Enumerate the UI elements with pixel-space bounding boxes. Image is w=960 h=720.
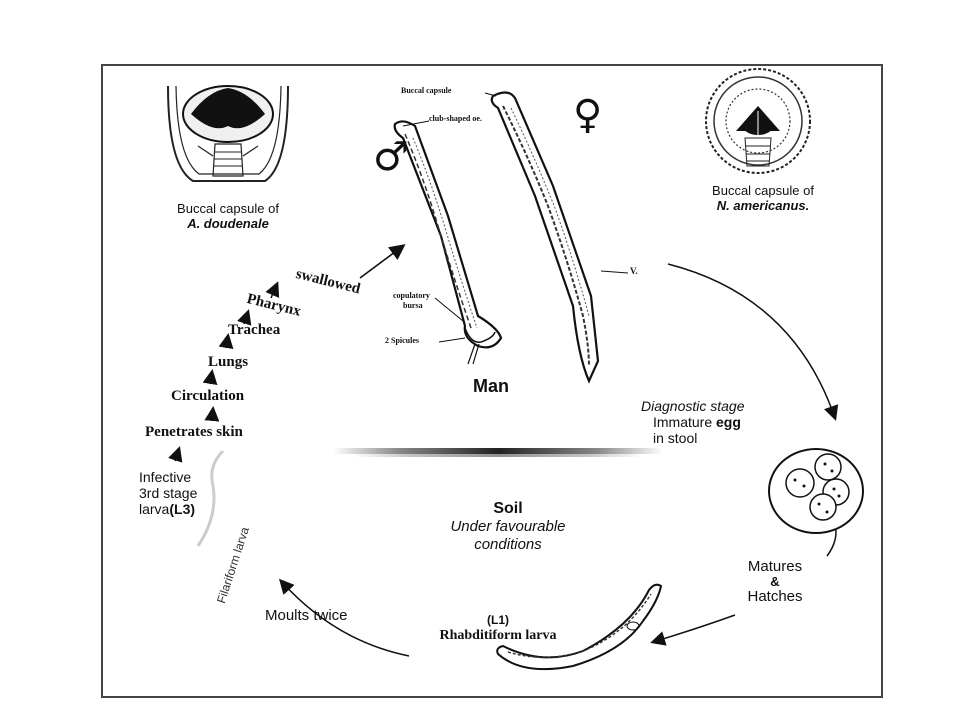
capsule-left-label: Buccal capsule of A. doudenale [143,201,313,232]
trachea-label: Trachea [228,322,281,338]
soil-title: Soil [493,500,523,517]
infective-line3-text: larva [139,501,170,518]
penetrates-skin-label: Penetrates skin [145,424,243,440]
club-shaped-oe-label: club-shaped oe. [429,114,482,123]
l1-stage-label: (L1) [487,613,509,627]
life-cycle-diagram: Buccal capsule of A. doudenale Buccal ca… [101,64,883,698]
matures-label: Matures [747,558,803,575]
worm-pointer-lines [402,92,629,343]
buccal-capsule-n-americanus-drawing [705,68,811,174]
male-worm-drawing [393,120,503,365]
rhabditiform-block: (L1) Rhabditiform larva [408,613,588,644]
bursa-label: bursa [403,301,423,310]
hatches-label: Hatches [747,588,803,606]
diagnostic-line2: Immature egg [641,414,745,430]
soil-block: Soil Under favourable conditions [383,500,633,553]
v-label: V. [630,266,638,276]
filariform-larva-drawing [196,449,225,547]
spicules-label: 2 Spicules [385,336,420,345]
egg-drawing [768,448,864,534]
infective-larva-label: Infective 3rd stage larva(L3) [139,469,197,517]
circulation-label: Circulation [171,388,245,404]
lungs-label: Lungs [208,354,249,370]
buccal-capsule-a-doudenale-drawing [167,85,289,182]
infective-l3-stage: (L3) [169,501,196,518]
capsule-right-caption: Buccal capsule of [712,183,814,198]
female-symbol: ♀ [573,92,603,138]
moults-twice-label: Moults twice [265,607,348,624]
diagnostic-egg-text: egg [716,414,741,431]
diagnostic-stage-label: Diagnostic stage [641,398,745,414]
copulatory-label: copulatory [393,291,430,300]
diagnostic-immature-text: Immature [653,414,717,431]
rhabditiform-larva-drawing [496,583,663,671]
infective-line3: larva(L3) [139,501,197,517]
buccal-capsule-label: Buccal capsule [401,86,452,95]
diagnostic-in-stool: in stool [653,430,698,447]
infective-line1: Infective [139,469,192,485]
infective-line2: 3rd stage [139,485,198,502]
female-worm-drawing [490,91,600,384]
diagnostic-stage-block: Diagnostic stage Immature egg in stool [641,398,745,446]
soil-man-divider [333,448,663,454]
rhabditiform-larva-label: Rhabditiform larva [439,627,557,643]
capsule-left-species: A. doudenale [187,215,269,231]
ampersand-label: & [770,574,780,590]
soil-line1: Under favourable [450,518,566,536]
diagram-drawing [167,68,864,671]
soil-line2: conditions [474,535,542,553]
matures-hatches-block: Matures & Hatches [715,558,835,606]
host-label: Man [473,376,509,396]
capsule-right-species: N. americanus. [716,197,810,213]
capsule-right-label: Buccal capsule of N. americanus. [678,183,848,214]
male-symbol: ♂ [373,134,409,180]
cycle-arrows [278,263,839,657]
migration-arrows [168,244,406,463]
capsule-left-caption: Buccal capsule of [177,201,279,216]
